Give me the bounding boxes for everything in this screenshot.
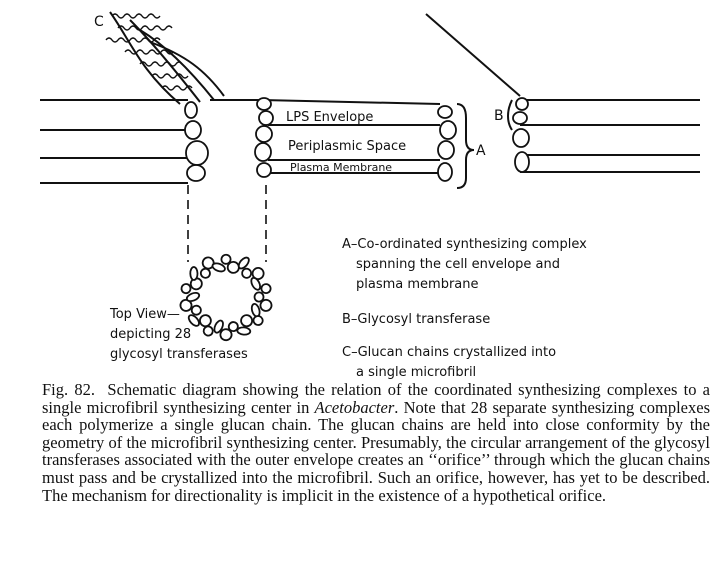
glycosyl-transferase-unit: [201, 256, 215, 270]
glycosyl-transferase-unit: [190, 304, 202, 316]
glycosyl-transferase-unit: [252, 315, 264, 326]
glycosyl-transferase-unit: [226, 260, 240, 274]
glycosyl-transferase-unit: [250, 276, 262, 291]
plasma-membrane-label: Plasma Membrane: [290, 161, 392, 174]
glycosyl-transferase-unit: [211, 262, 226, 273]
legend-a-line1: A–Co-ordinated synthesizing complex: [342, 237, 587, 252]
synthesizing-complex-left: [184, 101, 209, 182]
glycosyl-transferase-unit: [219, 328, 233, 342]
glycosyl-transferase-unit: [185, 291, 201, 303]
top-view-transferase-ring: [179, 253, 273, 342]
legend-a-line2: spanning the cell envelope and: [356, 257, 560, 272]
glycosyl-transferase-unit: [236, 326, 252, 336]
marker-b: B: [494, 108, 504, 124]
marker-c: C: [94, 14, 104, 30]
caption-fig-label: Fig. 82.: [42, 380, 95, 399]
legend-c-line1: C–Glucan chains crystallized into: [342, 345, 556, 360]
glycosyl-transferase-unit: [180, 283, 192, 295]
marker-a: A: [476, 143, 486, 159]
top-view-label-line2: depicting 28: [110, 327, 191, 342]
bracket-a: [456, 103, 475, 189]
glycosyl-transferase-unit: [240, 314, 254, 328]
glycosyl-transferase-unit: [237, 256, 250, 270]
caption-text-part2: . Note that 28 separate synthesizing com…: [42, 397, 710, 505]
glycosyl-transferase-unit: [220, 253, 232, 265]
glycosyl-transferase-unit: [241, 267, 253, 279]
periplasmic-space-label: Periplasmic Space: [288, 139, 406, 154]
lps-envelope-label: LPS Envelope: [286, 110, 373, 125]
glycosyl-transferase-unit: [253, 291, 265, 303]
legend: A–Co-ordinated synthesizing complex span…: [342, 237, 587, 380]
caption-genus: Acetobacter: [314, 397, 395, 417]
glycosyl-transferase-unit: [199, 267, 211, 279]
legend-b-line1: B–Glycosyl transferase: [342, 312, 490, 327]
right-membrane-segment: [425, 13, 700, 173]
glycosyl-transferase-unit: [189, 266, 199, 281]
glycosyl-transferase-unit: [187, 314, 200, 327]
caption-text-part1: Schematic diagram showing the relation o…: [42, 380, 711, 417]
left-membrane-segment: [40, 99, 188, 184]
legend-a-line3: plasma membrane: [356, 277, 479, 292]
top-view-label-line1: Top View—: [109, 307, 180, 322]
glycosyl-transferase-b: [512, 97, 530, 173]
figure-caption: Fig. 82. Schematic diagram showing the r…: [42, 381, 710, 504]
glucan-chains-microfibril: [105, 11, 225, 105]
glycosyl-transferase-unit: [260, 283, 272, 295]
top-view-label-line3: glycosyl transferases: [110, 347, 248, 362]
glycosyl-transferase-unit: [198, 314, 212, 328]
glycosyl-transferase-unit: [259, 298, 273, 312]
legend-c-line2: a single microfibril: [356, 365, 476, 380]
bracket-b: [506, 99, 513, 131]
glycosyl-transferase-unit: [213, 319, 224, 334]
synthesizing-complex-center: [254, 97, 274, 178]
synthesizing-complex-a: [437, 105, 457, 182]
